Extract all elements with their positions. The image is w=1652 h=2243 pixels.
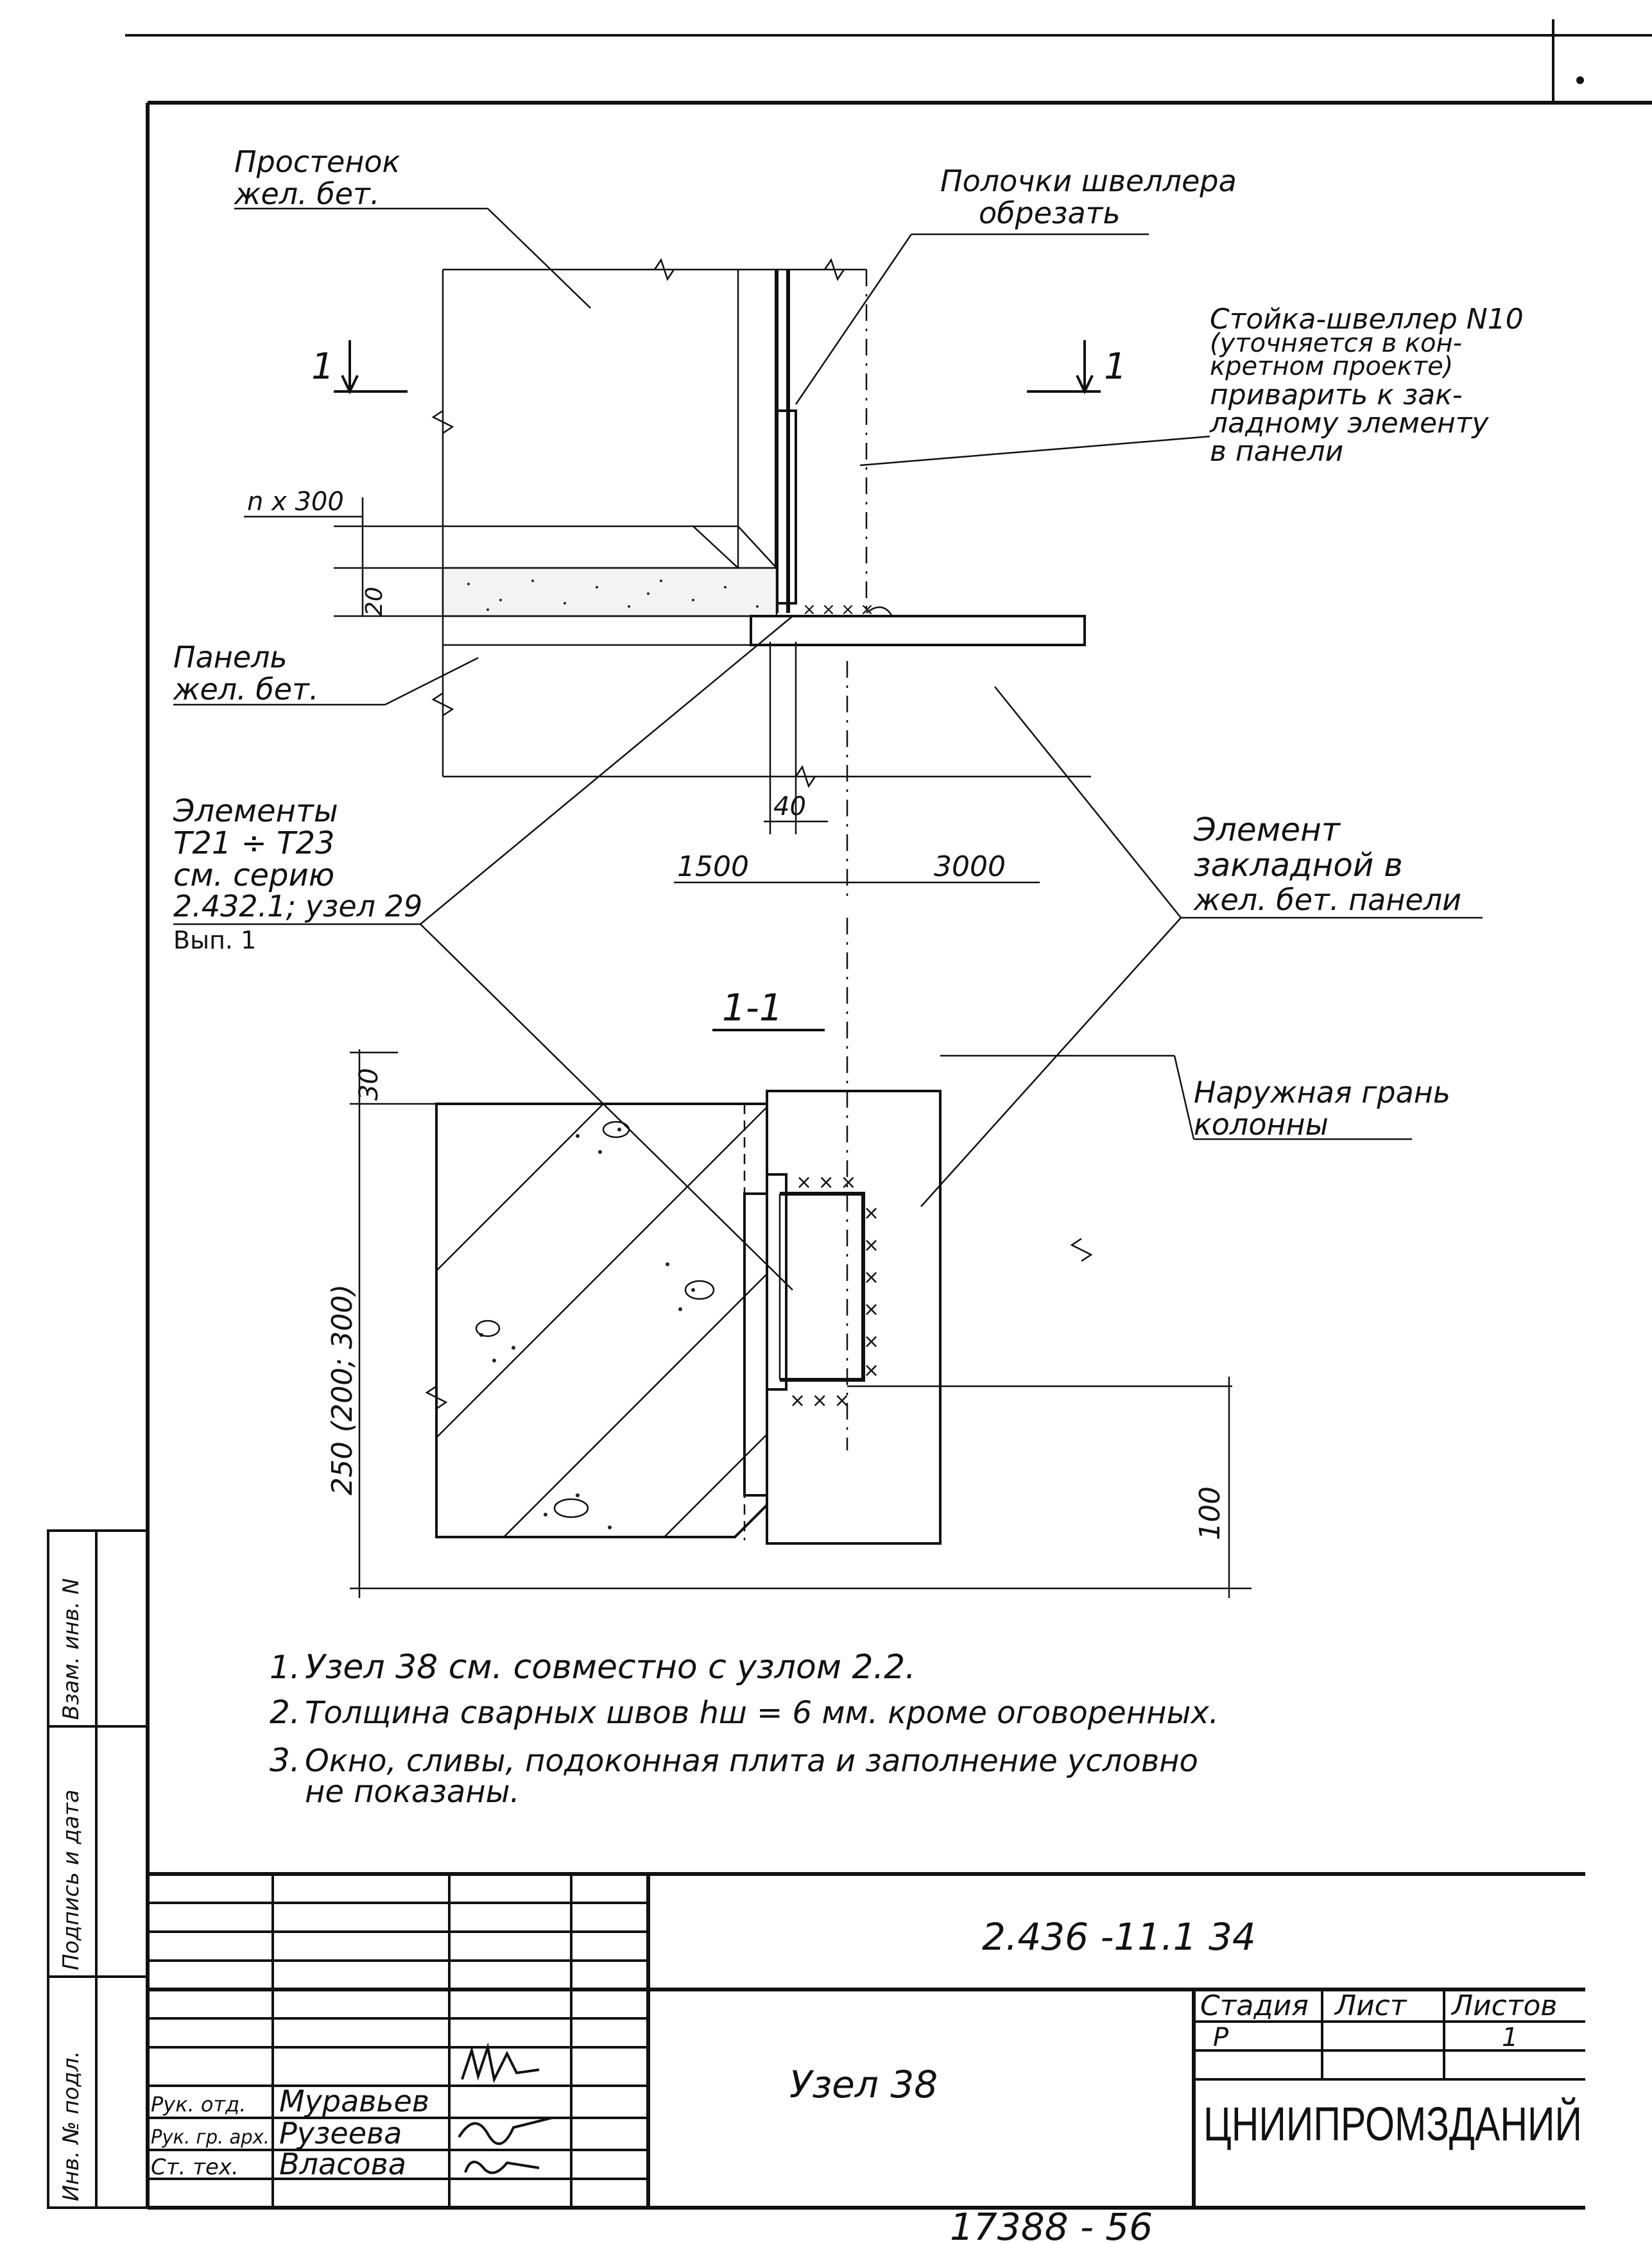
svg-text:см. серию: см. серию [173, 857, 334, 893]
concrete-speckle-elev [467, 580, 759, 611]
svg-text:Вып. 1: Вып. 1 [173, 926, 256, 954]
svg-text:приварить к зак-: приварить к зак- [1210, 379, 1463, 411]
name-3: Власова [279, 2147, 406, 2181]
dim-100: 100 [1194, 1486, 1226, 1540]
svg-text:×: × [863, 1359, 879, 1382]
signature-1 [461, 2042, 540, 2084]
section-1-1: 1-1 × × × [326, 918, 1252, 1598]
doc-code: 2.436 -11.1 34 [982, 1915, 1256, 1959]
side-label-inv: Инв. № подл. [58, 2050, 84, 2201]
top-strip [125, 19, 1652, 104]
side-label-signature: Подпись и дата [58, 1789, 84, 1970]
dim-3000: 3000 [934, 850, 1006, 883]
dim-20: 20 [361, 587, 388, 616]
label-nx300: n x 300 [247, 487, 344, 517]
callout-naruzh: Наружная грань колонны [1194, 1075, 1450, 1142]
svg-text:Т21 ÷ Т23: Т21 ÷ Т23 [173, 825, 335, 861]
role-3: Ст. тех. [151, 2154, 239, 2180]
dim-1500: 1500 [677, 850, 749, 883]
svg-text:2.432.1; узел 29: 2.432.1; узел 29 [173, 889, 422, 924]
title-block: 2.436 -11.1 34 Узел 38 Стадия Лист Листо… [148, 1872, 1585, 2208]
svg-text:×: × [863, 1234, 879, 1257]
dim-250: 250 (200; 300) [326, 1284, 359, 1495]
svg-text:Панель: Панель [173, 640, 288, 675]
col-sheets: Листов [1450, 1989, 1557, 2022]
note-1-text: Узел 38 см. совместно с узлом 2.2. [305, 1648, 916, 1687]
callout-element-zakl: Элемент закладной в жел. бет. панели [920, 686, 1483, 1207]
name-2: Рузеева [279, 2116, 402, 2151]
svg-text:ладному элементу: ладному элементу [1209, 407, 1489, 440]
svg-text:кретном проекте): кретном проекте) [1210, 352, 1453, 381]
svg-text:жел. бет.: жел. бет. [234, 176, 379, 211]
note-2-text: Толщина сварных швов hш = 6 мм. кроме ог… [305, 1695, 1219, 1731]
note-1-num: 1. [270, 1649, 300, 1686]
svg-text:× × ×: × × × [796, 1171, 856, 1194]
svg-text:×: × [863, 1266, 879, 1289]
svg-text:в панели: в панели [1210, 435, 1343, 468]
section-mark-right: 1 [1104, 346, 1127, 388]
note-3-text: Окно, сливы, подоконная плита и заполнен… [305, 1743, 1198, 1779]
elevation-view: × × × × 1 1 n x 300 20 40 1500 3000 [244, 258, 1127, 898]
callout-polochki: Полочки швеллера обрезать [795, 164, 1237, 405]
svg-text:Стойка-швеллер N10: Стойка-швеллер N10 [1210, 303, 1524, 336]
dim-30: 30 [354, 1068, 384, 1101]
side-columns: Инв. № подл. Подпись и дата Взам. инв. N [47, 1529, 149, 2209]
footer-number: 17388 - 56 [950, 2205, 1153, 2243]
signature-3 [464, 2160, 540, 2174]
stage-value: Р [1213, 2023, 1229, 2052]
svg-text:Простенок: Простенок [234, 144, 400, 179]
note-3-num: 3. [270, 1742, 300, 1779]
callout-prostenok: Простенок жел. бет. [234, 144, 591, 309]
dim-40: 40 [773, 792, 806, 821]
drawing-title: Узел 38 [789, 2063, 938, 2106]
notes: 1. Узел 38 см. совместно с узлом 2.2. 2.… [270, 1648, 1219, 1810]
svg-text:Элемент: Элемент [1193, 811, 1341, 848]
section-mark-left: 1 [311, 346, 334, 388]
signature-2 [458, 2117, 553, 2145]
svg-text:жел. бет.: жел. бет. [173, 672, 318, 707]
section-title: 1-1 [722, 986, 783, 1029]
svg-text:×: × [863, 1298, 879, 1321]
callout-stoika: Стойка-швеллер N10 (уточняется в кон- кр… [859, 303, 1524, 468]
svg-text:закладной в: закладной в [1194, 846, 1403, 884]
svg-text:Полочки швеллера: Полочки швеллера [940, 164, 1237, 198]
side-label-vzam: Взам. инв. N [58, 1578, 84, 1720]
note-3-cont: не показаны. [305, 1774, 520, 1810]
callout-panel: Панель жел. бет. [173, 640, 479, 707]
col-sheet: Лист [1334, 1989, 1407, 2022]
org-name: ЦНИИПРОМЗДАНИЙ [1203, 2097, 1582, 2151]
svg-text:× × ×: × × × [789, 1389, 850, 1412]
svg-text:×: × [863, 1330, 879, 1353]
svg-text:обрезать: обрезать [979, 196, 1121, 230]
role-2: Рук. гр. арх. [151, 2126, 270, 2149]
sheet-value: 1 [1502, 2023, 1518, 2052]
svg-text:Элементы: Элементы [173, 793, 338, 829]
svg-text:× × × ×: × × × × [802, 600, 874, 619]
svg-text:колонны: колонны [1194, 1107, 1329, 1142]
concrete-speckle-section [479, 1128, 695, 1529]
svg-text:(уточняется в кон-: (уточняется в кон- [1210, 329, 1462, 358]
name-1: Муравьев [279, 2084, 429, 2118]
svg-text:жел. бет. панели: жел. бет. панели [1193, 882, 1461, 917]
svg-text:Наружная грань: Наружная грань [1194, 1075, 1450, 1110]
note-2-num: 2. [270, 1694, 300, 1731]
svg-text:×: × [863, 1202, 879, 1225]
role-1: Рук. отд. [151, 2092, 246, 2117]
callout-elementy: Элементы Т21 ÷ Т23 см. серию 2.432.1; уз… [173, 615, 793, 1291]
col-stage: Стадия [1200, 1989, 1309, 2022]
